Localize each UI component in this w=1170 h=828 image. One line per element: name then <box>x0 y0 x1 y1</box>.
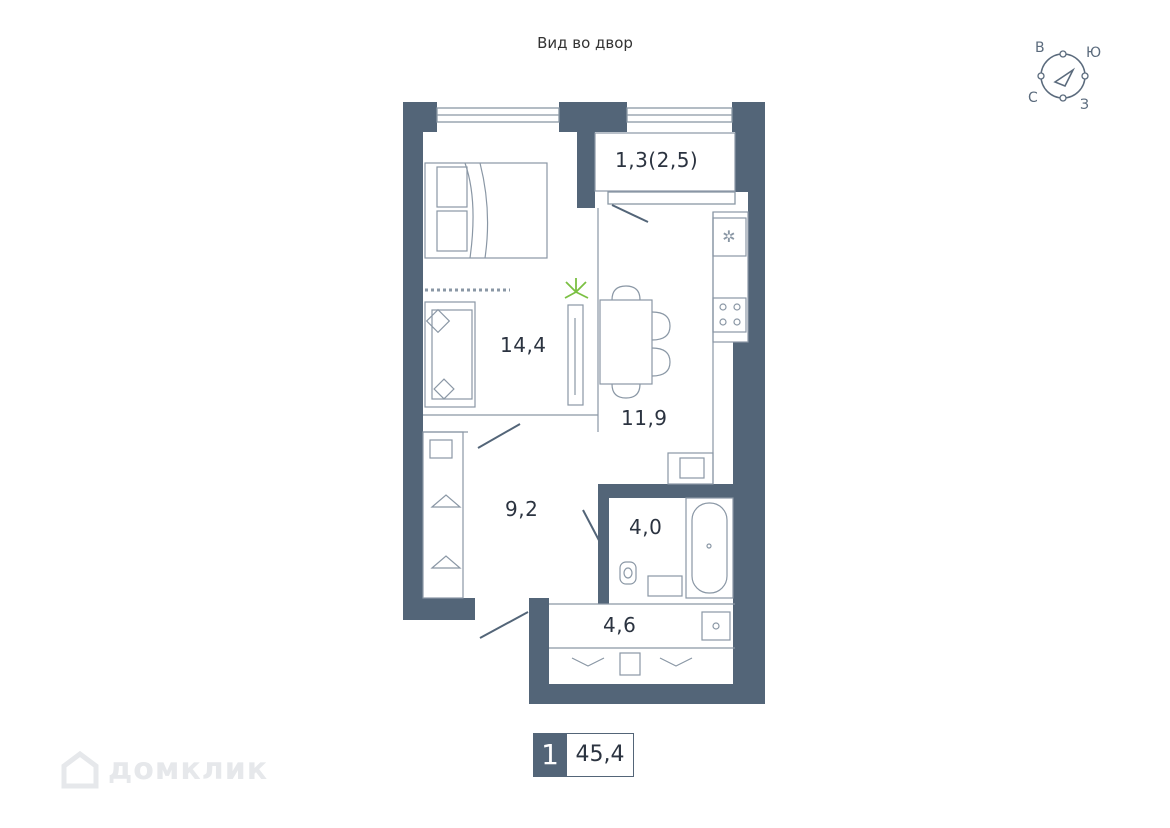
bathroom-area-label: 4,0 <box>629 515 663 539</box>
bed-icon <box>424 162 548 259</box>
walls <box>403 102 765 704</box>
plant-icon <box>564 278 589 299</box>
hallway-area-label: 9,2 <box>505 497 539 521</box>
compass-icon <box>1037 50 1089 102</box>
view-direction-label: Вид во двор <box>537 34 633 52</box>
hanger-icon <box>429 439 693 676</box>
rooms-count: 1 <box>533 733 567 777</box>
tv-stand <box>567 304 584 406</box>
total-area: 45,4 <box>567 733 634 777</box>
bathtub-icon <box>685 497 734 599</box>
compass-west-label: З <box>1080 97 1089 113</box>
compass-east-label: В <box>1035 40 1045 56</box>
sofa-icon <box>424 301 476 408</box>
windows <box>436 107 736 205</box>
house-logo-icon <box>61 750 99 789</box>
doors <box>477 204 649 639</box>
storage-area-label: 4,6 <box>603 613 637 637</box>
watermark-text: домклик <box>108 752 269 787</box>
compass-north-label: С <box>1028 90 1038 106</box>
kitchen-area-label: 11,9 <box>621 406 668 430</box>
sink-icon <box>647 575 683 597</box>
partitions <box>422 132 736 605</box>
living-room-area-label: 14,4 <box>500 333 547 357</box>
compass: В Ю С З <box>1025 40 1115 120</box>
washing-machine-icon <box>701 611 731 641</box>
toilet-icon <box>619 561 637 585</box>
balcony-area-label: 1,3(2,5) <box>615 148 699 172</box>
snowflake-icon: ✲ <box>722 227 735 246</box>
compass-south-label: Ю <box>1086 45 1102 61</box>
table-icon <box>599 285 671 399</box>
